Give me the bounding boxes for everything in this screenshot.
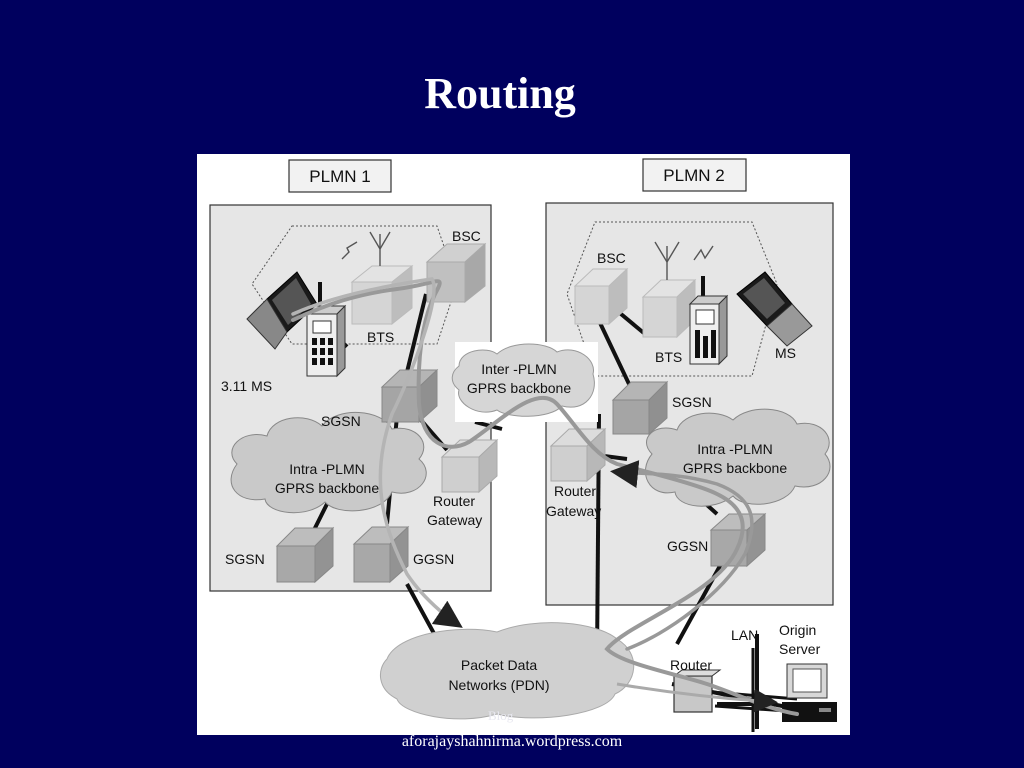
plmn2-phone-icon <box>688 276 729 366</box>
plmn1-laptop-icon <box>246 271 318 350</box>
plmn2-router-gateway-cube <box>549 427 607 483</box>
plmn2-ms-label: MS <box>775 345 796 361</box>
routing-path-3 <box>610 460 754 651</box>
plmn1-bsc-label: BSC <box>452 228 481 244</box>
plmn2-bsc-cube <box>573 267 629 326</box>
plmn1-sgsn-bottom-cube <box>275 526 335 584</box>
pdn-label-2: Networks (PDN) <box>448 677 549 693</box>
plmn1-backbone-cloud <box>230 412 427 514</box>
routing-path-4 <box>616 682 778 713</box>
plmn2-backbone-label-2: GPRS backbone <box>683 460 787 476</box>
plmn2-sgsn-label: SGSN <box>672 394 712 410</box>
routing-diagram: PLMN 1 PLMN 2 Intra -PLMN GPRS backbone … <box>197 154 850 735</box>
plmn2-laptop-icon <box>736 271 813 347</box>
plmn1-router-gateway-cube <box>440 438 499 494</box>
lan-label: LAN <box>731 627 758 643</box>
svg-text:PLMN 1: PLMN 1 <box>309 167 370 186</box>
routing-path-2 <box>291 277 463 628</box>
routing-diagram-svg: PLMN 1 PLMN 2 Intra -PLMN GPRS backbone … <box>209 158 837 732</box>
footer-faint-text: Blog <box>488 708 514 723</box>
plmn2-backbone-cloud <box>645 408 831 507</box>
plmn1-backbone-label-2: GPRS backbone <box>275 480 379 496</box>
plmn2-router-gateway-label-2: Gateway <box>546 503 601 519</box>
inter-backbone-cloud <box>451 343 595 417</box>
plmn1-antenna-icon <box>341 231 391 266</box>
plmn2-ggsn-label: GGSN <box>667 538 708 554</box>
plmn1-bts-label: BTS <box>367 329 394 345</box>
pdn-label-1: Packet Data <box>461 657 537 673</box>
plmn2-sgsn-cube <box>611 380 669 436</box>
plmn1-sgsn-bottom-label: SGSN <box>225 551 265 567</box>
plmn2-router-gateway-label-1: Router <box>554 483 596 499</box>
svg-text:PLMN 2: PLMN 2 <box>663 166 724 185</box>
inter-backbone-label-1: Inter -PLMN <box>481 361 556 377</box>
pdn-cloud <box>379 622 635 720</box>
plmn2-cell-hexagon <box>566 221 778 377</box>
origin-server-icon <box>782 663 837 722</box>
origin-server-label-2: Server <box>779 641 821 657</box>
footer-site-link[interactable]: aforajayshahnirma.wordpress.com <box>401 733 623 750</box>
plmn2-header: PLMN 2 <box>642 158 747 192</box>
slide-title: Routing <box>424 69 576 118</box>
plmn2-antenna-icon <box>654 241 714 280</box>
plmn2-bsc-label: BSC <box>597 250 626 266</box>
plmn1-backbone-label-1: Intra -PLMN <box>289 461 364 477</box>
inter-backbone-label-2: GPRS backbone <box>467 380 571 396</box>
plmn1-cell-hexagon <box>251 225 458 345</box>
plmn1-router-gateway-label-2: Gateway <box>427 512 482 528</box>
router-label: Router <box>670 657 712 673</box>
plmn1-ggsn-label: GGSN <box>413 551 454 567</box>
plmn1-sgsn-top-label: SGSN <box>321 413 361 429</box>
plmn2-backbone-label-1: Intra -PLMN <box>697 441 772 457</box>
plmn1-header: PLMN 1 <box>288 159 392 193</box>
plmn1-router-gateway-label-1: Router <box>433 493 475 509</box>
plmn2-bts-label: BTS <box>655 349 682 365</box>
origin-server-label-1: Origin <box>779 622 816 638</box>
plmn1-ms-label: 3.11 MS <box>221 378 272 394</box>
